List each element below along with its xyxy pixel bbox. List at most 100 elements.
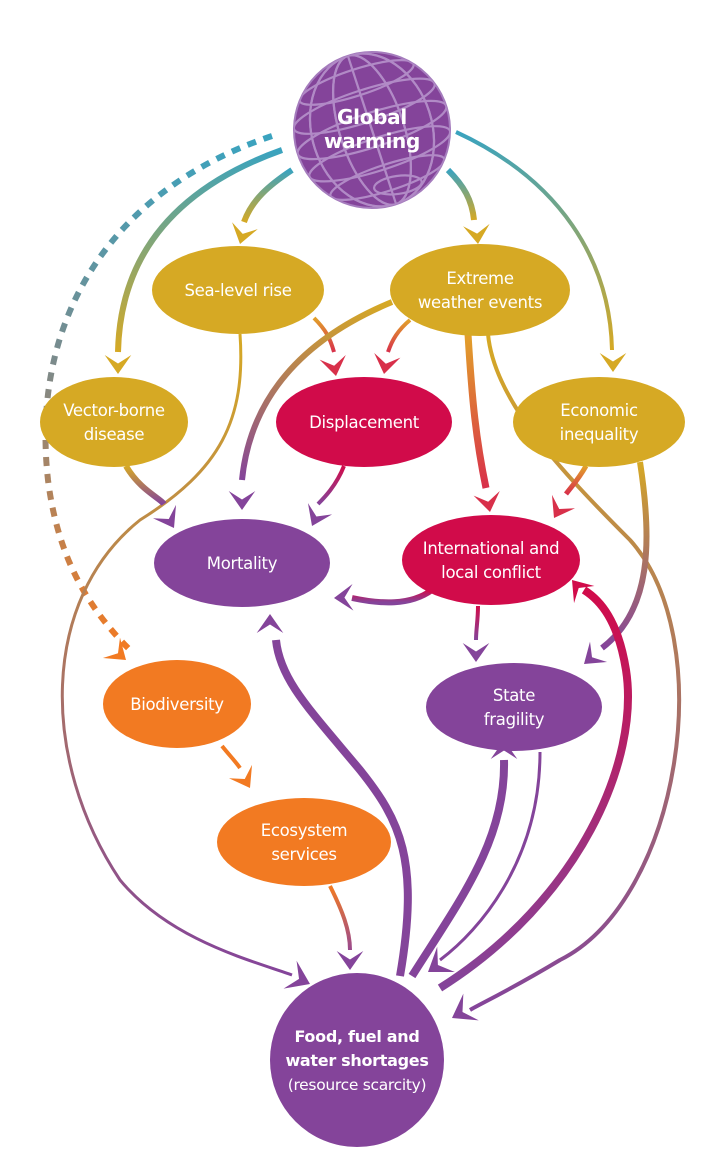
edge-line [241, 167, 294, 224]
node-shape [40, 377, 188, 467]
node-vector: Vector-borne disease [40, 377, 188, 467]
node-shape [426, 663, 602, 751]
edge-line [464, 333, 490, 489]
node-state: State fragility [426, 663, 602, 751]
arrowhead [374, 352, 401, 374]
edge-line [386, 318, 412, 353]
node-label: local conflict [441, 563, 541, 582]
node-shape [390, 244, 570, 336]
node-label: warming [324, 129, 420, 153]
edge-line [351, 587, 434, 606]
node-label: fragility [484, 710, 545, 729]
edges-layer [42, 130, 682, 1021]
edge-line [437, 586, 632, 992]
edge-global-biodiversity [42, 133, 273, 660]
edge-state-food [428, 751, 542, 972]
edge-line [564, 464, 589, 496]
edge-global-sea [232, 167, 294, 244]
arrowhead [584, 641, 608, 664]
node-shape [270, 973, 444, 1147]
node-label: Economic [560, 401, 638, 420]
edge-extreme-conflict [464, 333, 500, 512]
node-label: disease [84, 425, 145, 444]
node-label: Food, fuel and [294, 1027, 419, 1046]
edge-food-conflict [437, 580, 632, 992]
node-displacement: Displacement [276, 377, 452, 467]
globe-gridlines [294, 52, 450, 208]
node-label: Mortality [207, 554, 278, 573]
arrowhead [307, 503, 333, 526]
arrowhead [599, 353, 627, 372]
arrowhead [152, 504, 177, 528]
node-mortality: Mortality [154, 519, 330, 607]
arrowhead [228, 491, 256, 510]
node-label: inequality [560, 425, 639, 444]
arrowhead [428, 946, 455, 972]
arrowhead [319, 354, 346, 376]
edge-line [272, 639, 412, 977]
arrowhead [104, 355, 132, 374]
node-label: State [493, 686, 535, 705]
arrowhead [232, 222, 258, 244]
edge-conflict-mortality [334, 584, 434, 611]
arrowhead [336, 951, 364, 970]
node-shape [402, 515, 580, 605]
node-label: Ecosystem [261, 821, 348, 840]
edge-line [455, 130, 614, 351]
edge-conflict-state [462, 605, 490, 662]
edge-line [239, 299, 394, 481]
node-label: water shortages [285, 1051, 428, 1070]
arrowhead [102, 637, 126, 660]
edge-economic-conflict [551, 464, 589, 518]
node-label: Displacement [309, 413, 420, 432]
node-shape [217, 798, 391, 886]
arrowhead [473, 490, 500, 512]
arrowhead [462, 643, 490, 662]
edge-ecosystem-food [328, 885, 364, 970]
edge-line [60, 333, 293, 977]
node-shape [513, 377, 685, 467]
edge-line [439, 751, 542, 962]
edge-biodiversity-ecosystem [220, 744, 253, 788]
node-shape [276, 377, 452, 467]
edge-vector-mortality [123, 464, 177, 528]
node-label: weather events [418, 293, 542, 312]
edge-global-vector [104, 147, 284, 374]
edge-line [445, 167, 477, 221]
arrowhead [283, 960, 310, 989]
edge-line [408, 759, 509, 979]
node-sea: Sea-level rise [152, 246, 324, 334]
node-sublabel: (resource scarcity) [288, 1076, 427, 1094]
edge-displacement-mortality [307, 465, 346, 526]
edge-extreme-displacement [374, 318, 412, 374]
node-food: Food, fuel and water shortages (resource s… [270, 973, 444, 1147]
arrowhead [228, 764, 253, 788]
node-label: Biodiversity [130, 695, 224, 714]
node-label: Sea-level rise [184, 281, 291, 300]
arrowhead [334, 584, 354, 611]
arrowhead [551, 494, 576, 518]
node-label: International and [423, 539, 560, 558]
edge-global-extreme [445, 167, 490, 244]
edge-line [123, 464, 167, 507]
edge-extreme-mortality [228, 299, 394, 510]
node-ecosystem: Ecosystem services [217, 798, 391, 886]
edge-line [328, 885, 352, 951]
node-label: Vector-borne [63, 401, 165, 420]
edge-line [316, 465, 346, 506]
edge-line [220, 744, 242, 770]
edge-global-economic [455, 130, 627, 372]
node-label: services [271, 845, 336, 864]
arrowhead [452, 993, 479, 1021]
edge-sea-food [60, 333, 310, 989]
node-shape [154, 519, 330, 607]
node-shape [152, 246, 324, 334]
arrowhead [256, 614, 284, 633]
edge-food-mortality [256, 614, 412, 977]
node-economic: Economic inequality [513, 377, 685, 467]
edge-line [115, 147, 284, 353]
